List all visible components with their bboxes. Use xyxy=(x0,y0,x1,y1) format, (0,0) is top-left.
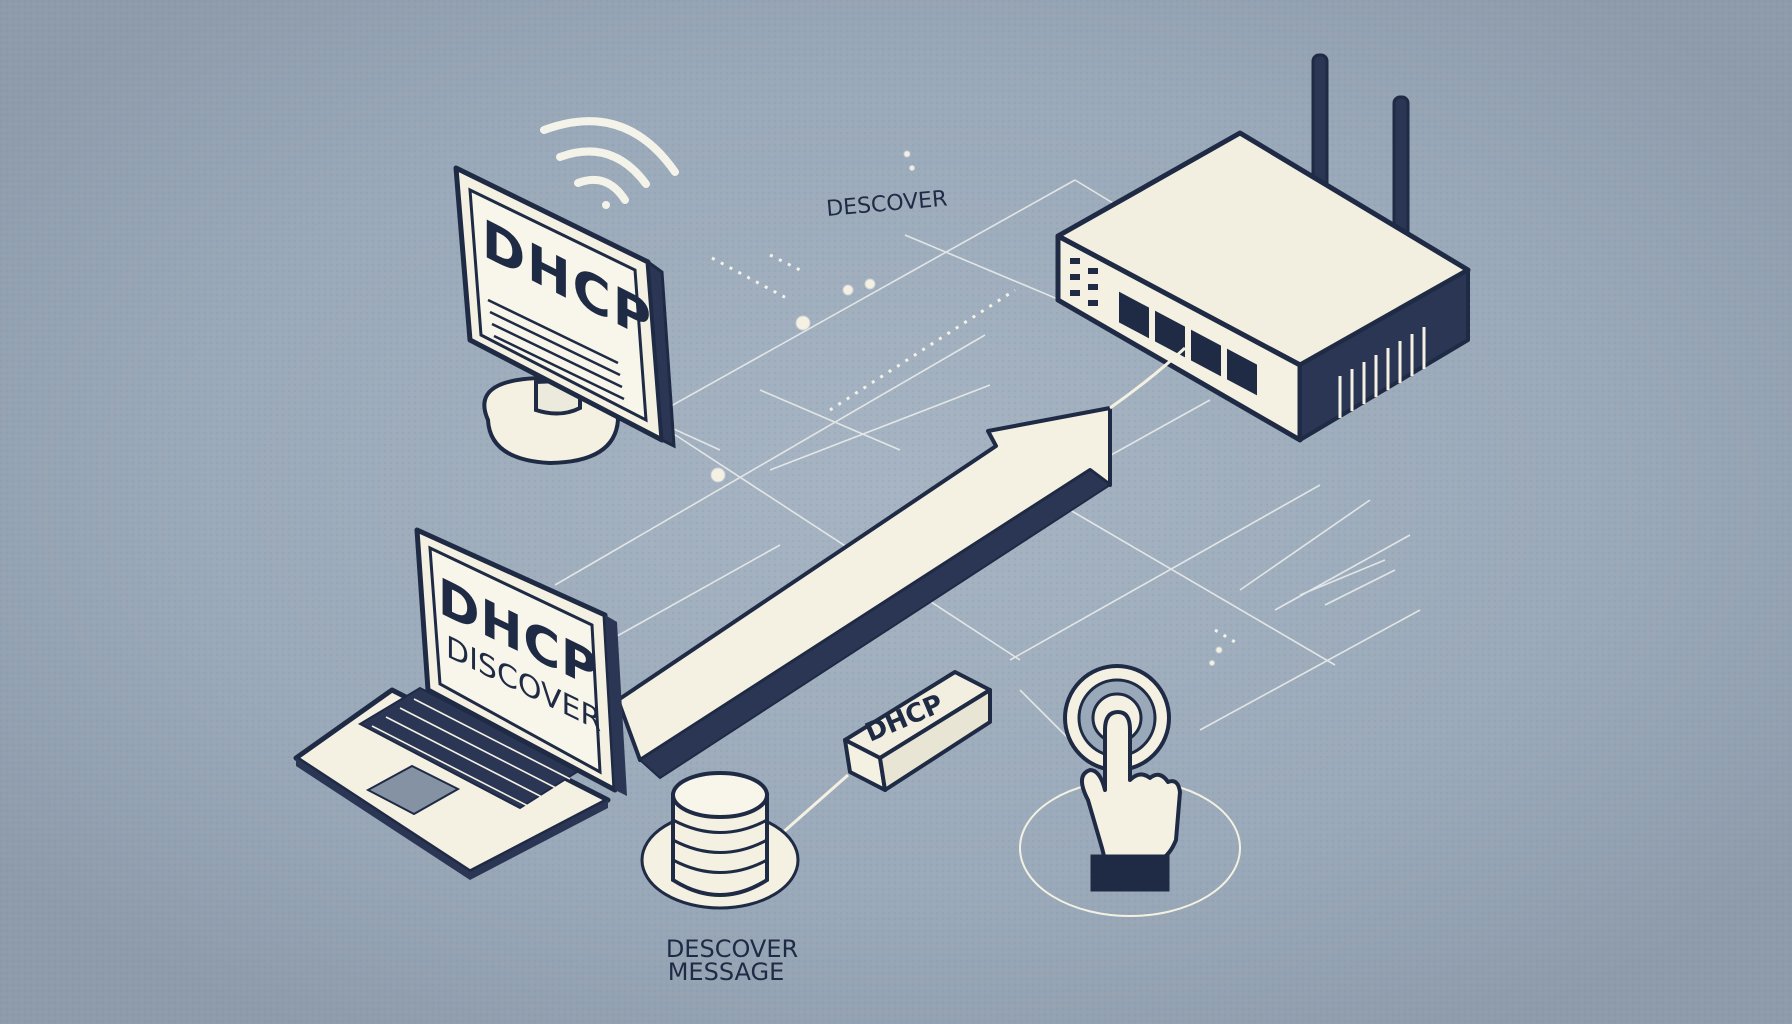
dhcp-packet-tail xyxy=(779,773,849,837)
database-top xyxy=(671,771,769,819)
laptop-lid-side xyxy=(605,615,627,796)
database-bands xyxy=(672,818,768,874)
monitor-screen xyxy=(468,187,648,423)
hand-shape xyxy=(1080,710,1182,862)
laptop-touchpad[interactable] xyxy=(365,764,461,816)
router[interactable] xyxy=(1055,53,1471,443)
monitor-screen-lines xyxy=(487,298,625,401)
wifi-icon xyxy=(540,117,679,209)
database-caption-line2: MESSAGE xyxy=(668,958,785,986)
router-side xyxy=(1298,268,1470,442)
discover-arrow xyxy=(616,406,1112,780)
desktop-monitor[interactable]: DHCP xyxy=(453,165,676,466)
database-icon[interactable]: DESCOVER MESSAGE xyxy=(640,771,800,986)
laptop[interactable]: DHCP DISCOVER xyxy=(293,527,627,880)
router-antenna-right xyxy=(1392,95,1410,239)
laptop-keys xyxy=(371,698,571,807)
router-cable xyxy=(1109,346,1187,410)
router-antenna-left xyxy=(1311,53,1329,197)
monitor-side xyxy=(646,258,676,449)
router-status-leds xyxy=(1070,258,1098,306)
tap-hand-icon[interactable] xyxy=(1019,664,1241,917)
laptop-base-edge xyxy=(296,758,470,880)
signal-dots xyxy=(710,150,1223,666)
laptop-screen xyxy=(428,545,602,775)
signal-dotted-lines xyxy=(711,253,1241,647)
router-vents xyxy=(1338,327,1426,418)
router-ethernet-ports[interactable] xyxy=(1117,288,1259,399)
laptop-base-edge-right xyxy=(470,800,608,880)
database-caption-line1: DESCOVER xyxy=(666,935,798,963)
hand-cuff xyxy=(1090,854,1170,892)
